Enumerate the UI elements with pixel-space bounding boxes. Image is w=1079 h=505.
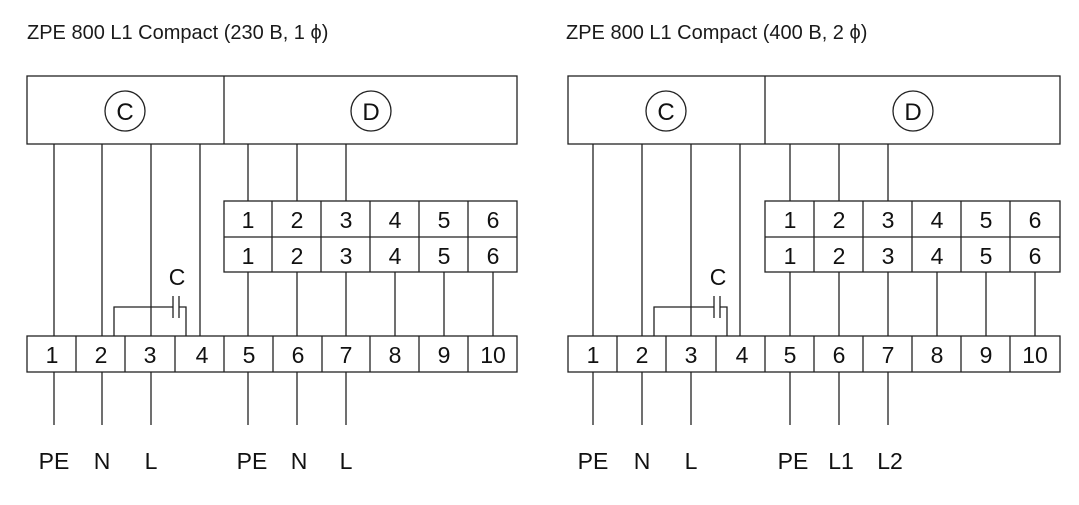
supply-label: L bbox=[145, 448, 158, 474]
lower-terminal-label: 2 bbox=[833, 243, 846, 269]
upper-terminal-label: 1 bbox=[242, 207, 255, 233]
strip-terminal-label: 2 bbox=[636, 342, 649, 368]
strip-terminal-label: 9 bbox=[980, 342, 993, 368]
upper-terminal-label: 5 bbox=[438, 207, 451, 233]
strip-terminal-label: 9 bbox=[438, 342, 451, 368]
upper-terminal-label: 3 bbox=[882, 207, 895, 233]
capacitor-label: C bbox=[169, 264, 186, 290]
upper-terminal-label: 6 bbox=[487, 207, 500, 233]
lower-terminal-label: 4 bbox=[931, 243, 944, 269]
supply-label: L1 bbox=[828, 448, 854, 474]
strip-terminal-label: 8 bbox=[931, 342, 944, 368]
strip-terminal-label: 10 bbox=[1022, 342, 1048, 368]
lower-terminal-label: 5 bbox=[980, 243, 993, 269]
supply-label: L bbox=[340, 448, 353, 474]
strip-terminal-label: 3 bbox=[685, 342, 698, 368]
supply-label: PE bbox=[39, 448, 70, 474]
block-c-circle bbox=[104, 90, 146, 132]
upper-terminal-label: 2 bbox=[833, 207, 846, 233]
upper-terminal-label: 4 bbox=[389, 207, 402, 233]
strip-terminal-label: 4 bbox=[736, 342, 749, 368]
lower-terminal-label: 1 bbox=[242, 243, 255, 269]
unit-block bbox=[26, 75, 518, 145]
supply-label: L bbox=[685, 448, 698, 474]
supply-label: N bbox=[634, 448, 651, 474]
diagram-title: ZPE 800 L1 Compact (230 В, 1 ϕ) bbox=[27, 22, 328, 44]
upper-terminal-label: 6 bbox=[1029, 207, 1042, 233]
block-c-label: C bbox=[657, 99, 674, 126]
capacitor-symbol bbox=[653, 296, 728, 336]
lower-terminal-label: 6 bbox=[1029, 243, 1042, 269]
block-d-circle bbox=[892, 90, 934, 132]
supply-label: PE bbox=[778, 448, 809, 474]
capacitor-symbol bbox=[113, 296, 187, 336]
diagram-left-text: 1 2 3 4 5 6 1 2 3 4 5 6 1 2 3 4 5 6 7 8 … bbox=[39, 207, 506, 474]
diagram-title: ZPE 800 L1 Compact (400 В, 2 ϕ) bbox=[566, 22, 867, 44]
lower-terminal-label: 5 bbox=[438, 243, 451, 269]
block-d-label: D bbox=[904, 99, 921, 126]
strip-terminal-label: 3 bbox=[144, 342, 157, 368]
diagram-right-text: 1 2 3 4 5 6 1 2 3 4 5 6 1 2 3 4 5 6 7 8 … bbox=[578, 207, 1048, 474]
upper-terminal-label: 4 bbox=[931, 207, 944, 233]
supply-label: L2 bbox=[877, 448, 903, 474]
supply-label: PE bbox=[237, 448, 268, 474]
strip-terminal-label: 2 bbox=[95, 342, 108, 368]
lower-terminal-label: 2 bbox=[291, 243, 304, 269]
unit-block bbox=[567, 75, 1061, 145]
block-c-label: C bbox=[116, 99, 133, 126]
diagram-right: ZPE 800 L1 Compact (400 В, 2 ϕ) C D bbox=[566, 22, 1061, 425]
terminal-strip bbox=[26, 335, 518, 373]
strip-terminal-label: 1 bbox=[46, 342, 59, 368]
strip-terminal-label: 7 bbox=[882, 342, 895, 368]
lower-terminal-label: 4 bbox=[389, 243, 402, 269]
upper-terminal-label: 5 bbox=[980, 207, 993, 233]
strip-terminal-label: 6 bbox=[292, 342, 305, 368]
capacitor-label: C bbox=[710, 264, 727, 290]
strip-terminal-label: 1 bbox=[587, 342, 600, 368]
lower-terminal-label: 3 bbox=[882, 243, 895, 269]
strip-terminal-label: 6 bbox=[833, 342, 846, 368]
upper-terminal-label: 2 bbox=[291, 207, 304, 233]
diagram-left: ZPE 800 L1 Compact (230 В, 1 ϕ) C D bbox=[26, 22, 518, 425]
strip-terminal-label: 8 bbox=[389, 342, 402, 368]
supply-label: N bbox=[291, 448, 308, 474]
supply-label: N bbox=[94, 448, 111, 474]
strip-terminal-label: 4 bbox=[196, 342, 209, 368]
block-d-circle bbox=[350, 90, 392, 132]
strip-terminal-label: 10 bbox=[480, 342, 506, 368]
lower-terminal-label: 6 bbox=[487, 243, 500, 269]
lower-terminal-label: 1 bbox=[784, 243, 797, 269]
strip-terminal-label: 5 bbox=[784, 342, 797, 368]
upper-terminal-label: 1 bbox=[784, 207, 797, 233]
upper-terminal-label: 3 bbox=[340, 207, 353, 233]
strip-terminal-label: 5 bbox=[243, 342, 256, 368]
supply-label: PE bbox=[578, 448, 609, 474]
lower-terminal-label: 3 bbox=[340, 243, 353, 269]
block-c-circle bbox=[645, 90, 687, 132]
strip-terminal-label: 7 bbox=[340, 342, 353, 368]
block-d-label: D bbox=[362, 99, 379, 126]
